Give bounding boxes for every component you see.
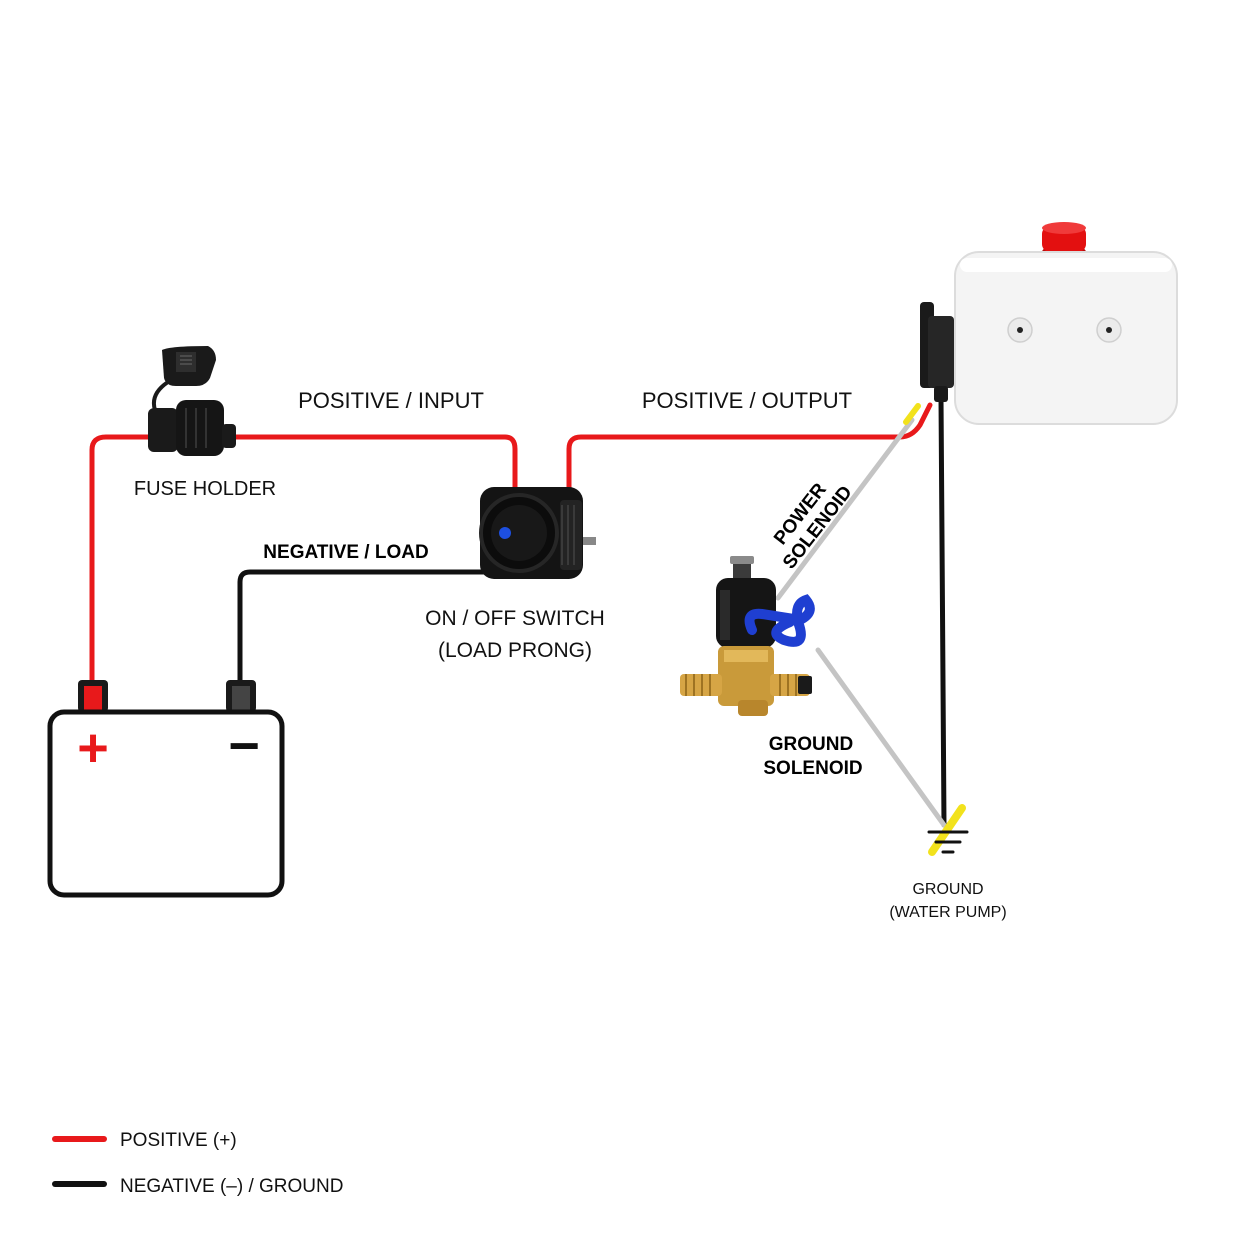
valve-hose-icon [744, 594, 815, 647]
label-positive-input: POSITIVE / INPUT [298, 388, 484, 413]
negative-load-wire [237, 569, 488, 693]
label-ground-solenoid-line2: SOLENOID [763, 758, 862, 779]
fuse-holder-icon [148, 346, 236, 456]
label-ground-line1: GROUND [912, 881, 983, 898]
legend-item-positive: POSITIVE (+) [52, 1130, 237, 1151]
switch-indicator-icon [499, 527, 511, 539]
ground-solenoid-wire [815, 647, 947, 828]
connector-marker-ground [928, 804, 966, 856]
wires [89, 395, 947, 828]
positive-wire-battery-to-fuse [89, 434, 153, 693]
water-pump-icon [920, 222, 1178, 425]
battery-icon: + − [47, 680, 285, 898]
connector-marker-top [903, 403, 921, 425]
label-ground-line2: (WATER PUMP) [889, 904, 1006, 921]
label-switch-line2: (LOAD PRONG) [438, 639, 592, 662]
ground-symbol-icon [927, 830, 969, 854]
battery-plus-sign: + [77, 718, 109, 778]
label-fuse-holder: FUSE HOLDER [134, 478, 276, 500]
label-switch-line1: ON / OFF SWITCH [425, 607, 605, 630]
pump-ground-wire [938, 395, 947, 828]
solenoid-valve-icon [680, 556, 815, 716]
legend-item-negative: NEGATIVE (–) / GROUND [52, 1176, 343, 1197]
legend-label-positive: POSITIVE (+) [120, 1130, 237, 1151]
legend-label-negative: NEGATIVE (–) / GROUND [120, 1176, 343, 1197]
label-positive-output: POSITIVE / OUTPUT [642, 388, 852, 413]
positive-input-wire [229, 434, 518, 493]
positive-output-wire [566, 402, 933, 495]
legend: POSITIVE (+) NEGATIVE (–) / GROUND [52, 1130, 343, 1197]
power-solenoid-wire [775, 417, 915, 601]
rocker-switch-icon [479, 487, 596, 579]
label-negative-load: NEGATIVE / LOAD [263, 542, 428, 563]
label-ground-solenoid-line1: GROUND [769, 734, 853, 755]
battery-minus-sign: − [228, 716, 260, 776]
